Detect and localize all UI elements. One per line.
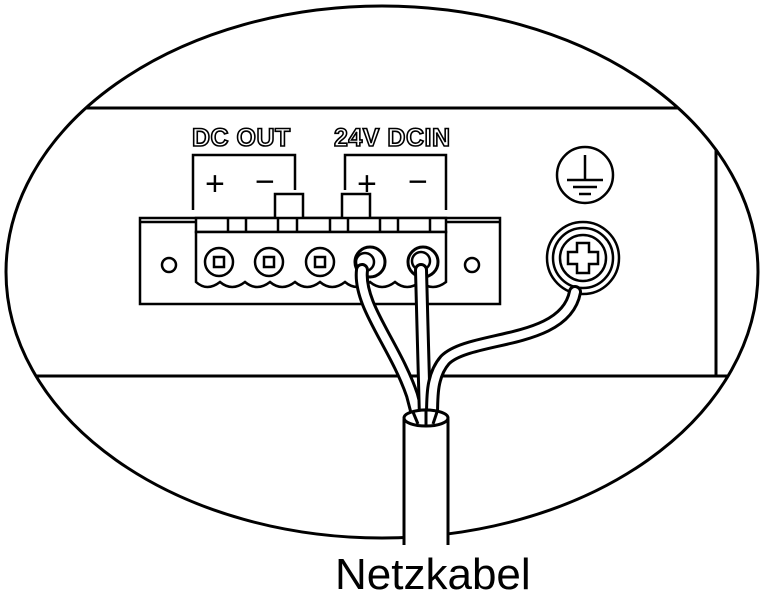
terminal-2 [253, 246, 285, 278]
dc-out-label: DC OUT [192, 124, 291, 152]
screw-terminals [203, 245, 440, 279]
cable-caption: Netzkabel [335, 550, 531, 594]
dc-in-bracket [343, 153, 448, 210]
ground-icon [555, 145, 615, 205]
terminal-1 [203, 246, 235, 278]
device-panel [6, 106, 758, 378]
dc-out-minus-symbol: − [255, 163, 275, 201]
dc-in-minus-symbol: − [408, 163, 428, 201]
power-cable [402, 408, 450, 545]
screw-terminal-icon [545, 220, 621, 296]
dc-out-bracket [191, 153, 297, 210]
power-wires [354, 263, 582, 425]
terminal-3 [304, 246, 336, 278]
dc-in-label: 24V DCIN [334, 124, 451, 152]
dc-out-plus-symbol: + [205, 165, 225, 203]
